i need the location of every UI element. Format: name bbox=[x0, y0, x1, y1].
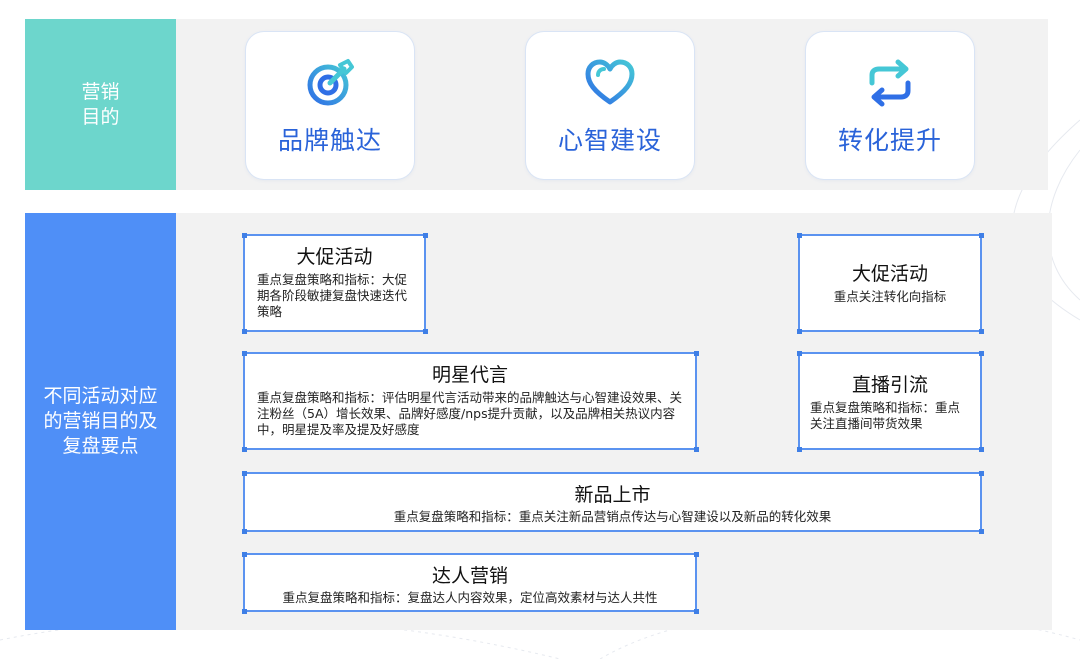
box-title: 大促活动 bbox=[296, 246, 373, 268]
activity-purpose-label-line2: 的营销目的及 bbox=[43, 410, 158, 432]
box-title: 大促活动 bbox=[851, 263, 928, 285]
box-promo-left: 大促活动 重点复盘策略和指标：大促期各阶段敏捷复盘快速迭代策略 bbox=[241, 232, 428, 334]
target-icon bbox=[307, 59, 354, 106]
marketing-purpose-label-line1: 营销 bbox=[81, 80, 120, 103]
purpose-card-conversion: 转化提升 bbox=[806, 32, 974, 179]
heart-icon bbox=[585, 59, 635, 105]
box-desc: 重点复盘策略和指标：重点关注新品营销点传达与心智建设以及新品的转化效果 bbox=[393, 509, 832, 524]
purpose-card-label: 心智建设 bbox=[557, 126, 662, 155]
box-title: 明星代言 bbox=[431, 364, 508, 386]
box-title: 直播引流 bbox=[851, 374, 928, 396]
purpose-card-brand-reach: 品牌触达 bbox=[246, 32, 414, 179]
box-desc: 重点复盘策略和指标：评估明星代言活动带来的品牌触达与心智建设效果、关注粉丝（5A… bbox=[257, 390, 683, 437]
purpose-card-label: 品牌触达 bbox=[277, 126, 382, 155]
activity-purpose-label: 不同活动对应 的营销目的及 复盘要点 bbox=[25, 213, 176, 630]
purpose-card-mindshare: 心智建设 bbox=[526, 32, 694, 179]
marketing-purpose-label: 营销 目的 bbox=[25, 19, 176, 190]
activity-purpose-label-line1: 不同活动对应 bbox=[43, 385, 158, 407]
box-new-product-launch: 新品上市 重点复盘策略和指标：重点关注新品营销点传达与心智建设以及新品的转化效果 bbox=[241, 470, 984, 534]
box-title: 新品上市 bbox=[574, 484, 651, 506]
box-promo-right: 大促活动 重点关注转化向指标 bbox=[796, 232, 984, 334]
repeat-arrows-icon bbox=[869, 59, 911, 107]
box-title: 达人营销 bbox=[431, 565, 508, 587]
box-desc: 重点复盘策略和指标：大促期各阶段敏捷复盘快速迭代策略 bbox=[257, 272, 408, 319]
box-kol-marketing: 达人营销 重点复盘策略和指标：复盘达人内容效果，定位高效素材与达人共性 bbox=[241, 551, 699, 614]
box-desc: 重点复盘策略和指标：重点关注直播间带货效果 bbox=[810, 400, 961, 431]
purpose-card-label: 转化提升 bbox=[837, 126, 942, 155]
box-celebrity: 明星代言 重点复盘策略和指标：评估明星代言活动带来的品牌触达与心智建设效果、关注… bbox=[241, 350, 699, 452]
box-live-stream: 直播引流 重点复盘策略和指标：重点关注直播间带货效果 bbox=[796, 350, 984, 452]
box-desc: 重点复盘策略和指标：复盘达人内容效果，定位高效素材与达人共性 bbox=[282, 590, 658, 605]
activity-purpose-label-line3: 复盘要点 bbox=[62, 435, 139, 457]
marketing-purpose-label-line2: 目的 bbox=[81, 105, 120, 128]
marketing-purpose-panel: 品牌触达 心智建设 转化提升 bbox=[176, 19, 1048, 190]
box-desc: 重点关注转化向指标 bbox=[833, 289, 947, 304]
